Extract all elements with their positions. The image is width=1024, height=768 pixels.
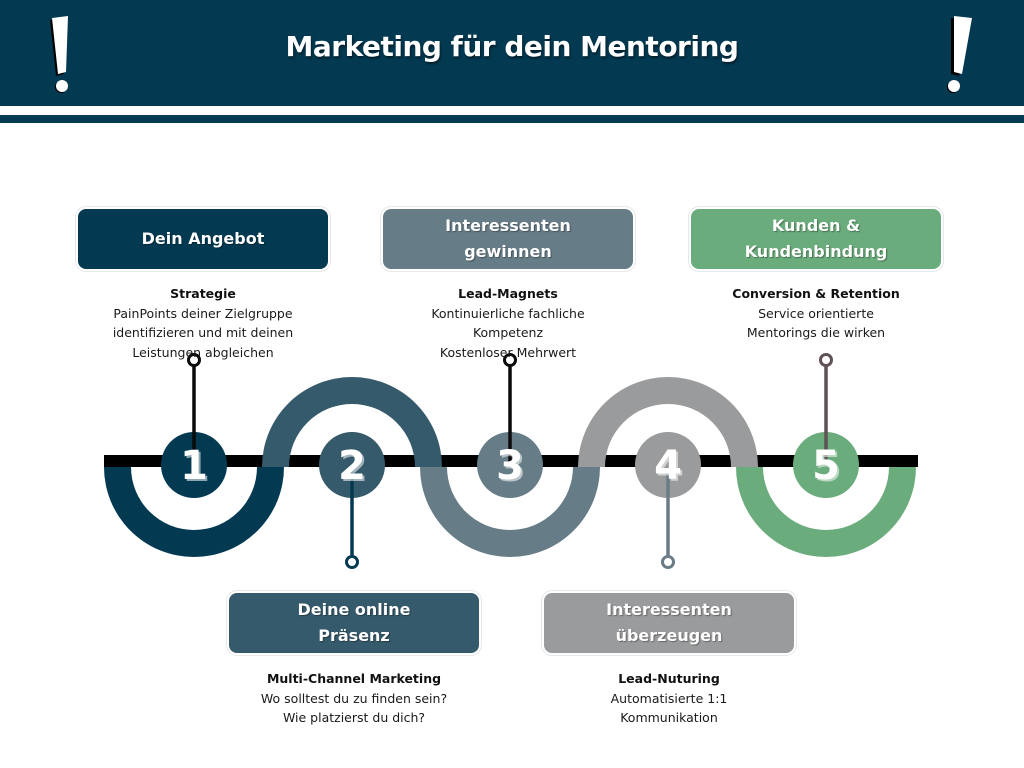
step-description-line: Automatisierte 1:1 [610,690,728,706]
step-number-shadow: 4 [656,445,684,491]
step-description-line: Kommunikation [620,710,718,725]
step-heading: Lead-Magnets [458,286,558,301]
step-number: 3 [496,443,524,489]
header-banner [0,0,1024,106]
step-description: Multi-Channel Marketing Wo solltest du zu… [204,669,504,728]
pin-head [345,555,359,569]
step-description-line: Wie platzierst du dich? [282,710,426,725]
step-title-line: Präsenz [318,626,390,645]
step-heading: Lead-Nuturing [618,671,720,686]
step-number-shadow: 1 [182,445,210,491]
step-circle [635,432,701,498]
step-circle [319,432,385,498]
step-title-line: gewinnen [464,242,552,261]
step-number-shadow: 3 [498,445,526,491]
step-number: 5 [812,443,840,489]
page-title: Marketing für dein Mentoring [285,30,739,63]
step-title-line: überzeugen [615,626,723,645]
step-title-box: Dein Angebot [78,209,328,269]
step-heading: Multi-Channel Marketing [266,671,442,686]
step-title-line: Deine online [297,600,411,619]
step-title-line: Dein Angebot [141,229,265,248]
step-title-line: Kunden & [771,216,861,235]
step-description-line: Kostenloser Mehrwert [439,344,577,360]
step-circle [161,432,227,498]
step-title-line: Kundenbindung [744,242,888,261]
step-description-line: Kontinuierliche fachliche [431,305,585,321]
step-heading: Conversion & Retention [732,286,900,301]
step-number: 1 [180,443,208,489]
pin-head [661,555,675,569]
exclamation-icon [50,16,68,93]
pin-head [503,353,517,367]
step-title-box: Interessenten gewinnen [383,209,633,269]
step-description-line: Leistungen abgleichen [132,344,274,360]
step-circle [793,432,859,498]
step-description-line: identifizieren und mit deinen [112,325,294,340]
step-description-line: Wo solltest du zu finden sein? [260,690,448,706]
wave-arc [104,467,284,557]
header-stripe-white [0,106,1024,115]
exclamation-icon [947,16,972,93]
step-title-line: Interessenten [445,216,571,235]
wave-arc [736,467,916,557]
pin-head [187,353,201,367]
wave-arc [578,377,758,467]
pin-head [819,353,833,367]
step-description-line: Mentorings die wirken [746,325,886,340]
step-title-box: Interessenten überzeugen [544,593,794,653]
step-description-line: Kompetenz [472,325,544,340]
step-description-line: PainPoints deiner Zielgruppe [113,305,293,321]
step-circle [477,432,543,498]
wave-arc [262,377,442,467]
step-number: 4 [654,443,682,489]
step-number: 2 [338,443,366,489]
step-description-line: Service orientierte [758,305,874,321]
step-number-shadow: 2 [340,445,368,491]
step-title-box: Kunden & Kundenbindung [691,209,941,269]
step-number-shadow: 5 [814,445,842,491]
header-stripe-dark [0,115,1024,123]
step-title-line: Interessenten [606,600,732,619]
step-heading: Strategie [170,286,236,301]
wave-arc [420,467,600,557]
